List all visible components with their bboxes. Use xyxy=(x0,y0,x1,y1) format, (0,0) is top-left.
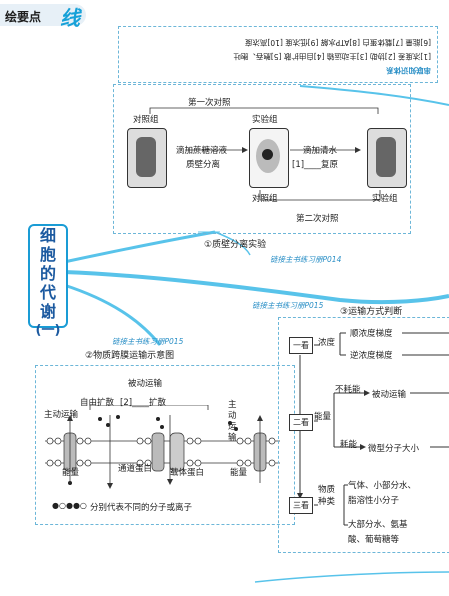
step-3-box: 三看 xyxy=(289,497,313,514)
bracket-2-label: [2]____扩散 xyxy=(120,398,167,408)
chapter-title-char-4: 代 xyxy=(39,283,56,302)
channel-protein-label: 通道蛋白 xyxy=(118,464,153,474)
chapter-title-char-2: 胞 xyxy=(39,245,56,264)
active-left-label: 主动运输 xyxy=(44,410,79,420)
chapter-title-char-5: 谢 xyxy=(39,302,56,321)
chapter-title-char-1: 细 xyxy=(39,226,56,245)
legend-text: 分别代表不同的分子或离子 xyxy=(90,503,193,513)
chapter-title-char-6: (一) xyxy=(35,323,61,338)
macro-result: 微型分子大小 xyxy=(368,444,420,454)
section-tag-highlight: 线 xyxy=(60,6,80,30)
reverse-gradient: 逆浓度梯度 xyxy=(350,351,393,361)
concentration-label: 浓度 xyxy=(318,338,336,348)
energy-right-label: 能量 xyxy=(230,468,248,478)
active-right-label: 主动运输 xyxy=(228,400,237,443)
judge-section-label: ③运输方式判断 xyxy=(340,307,403,317)
passive-label: 被动运输 xyxy=(128,379,163,389)
membrane-diagram xyxy=(45,405,280,489)
no-energy-label: 不耗能 xyxy=(335,385,361,395)
free-diffusion-label: 自由扩散 xyxy=(80,398,115,408)
transport-box xyxy=(35,365,295,525)
substance-row-1: 气体、小部分水、 xyxy=(348,481,417,491)
knowledge-summary-box: 串联知识体系 [1]浓度差 [2]协助 [3]主动运输 [4]自由扩散 [5]胞… xyxy=(118,26,438,83)
restored-cell xyxy=(367,128,407,188)
control-label: 对照组 xyxy=(133,115,159,125)
exp-label: 实验组 xyxy=(252,115,278,125)
section-tag-text: 绘要点 xyxy=(5,10,42,24)
section-tag-bg xyxy=(0,4,86,26)
forward-gradient: 顺浓度梯度 xyxy=(350,329,393,339)
exp-label-2: 实验组 xyxy=(372,194,398,204)
substance-row-3: 大部分水、氨基 xyxy=(348,520,408,530)
plasmolysis-link[interactable]: 链接主书练习册P014 xyxy=(270,255,342,264)
step2-bottom: [1]____复原 xyxy=(292,160,339,170)
substance-row-2: 脂溶性小分子 xyxy=(348,496,400,506)
step1-top: 滴加蔗糖溶液 xyxy=(176,146,228,156)
step-1-box: 一看 xyxy=(289,337,313,354)
energy-left-label: 能量 xyxy=(62,468,80,478)
substance-row-4: 酸、葡萄糖等 xyxy=(348,535,400,545)
transport-link[interactable]: 链接主书练习册P015 xyxy=(112,337,184,346)
second-contrast-label: 第二次对照 xyxy=(296,214,339,224)
control-cell xyxy=(127,128,167,188)
judge-box xyxy=(278,317,449,553)
plasmolysis-section-label: ①质壁分离实验 xyxy=(204,240,267,250)
consume-label: 耗能 xyxy=(340,440,358,450)
plasmolyzed-cell xyxy=(249,128,289,188)
chapter-title: 细 胞 的 代 谢 (一) xyxy=(28,224,68,338)
contrast-brackets xyxy=(149,107,381,201)
judge-link[interactable]: 链接主书练习册P015 xyxy=(252,301,324,310)
plasmolysis-box xyxy=(113,84,411,234)
transport-section-label: ②物质跨膜运输示意图 xyxy=(85,351,175,361)
step1-bottom: 质壁分离 xyxy=(186,160,221,170)
carrier-protein-label: 载体蛋白 xyxy=(170,468,205,478)
control-label-2: 对照组 xyxy=(252,194,278,204)
substance-label: 物质 种类 xyxy=(318,485,336,507)
chapter-title-char-3: 的 xyxy=(39,264,56,283)
energy-label: 能量 xyxy=(314,412,332,422)
step-2-box: 二看 xyxy=(289,414,313,431)
first-contrast-label: 第一次对照 xyxy=(188,98,231,108)
step2-top: 滴加清水 xyxy=(303,146,338,156)
passive-result: 被动运输 xyxy=(372,390,407,400)
legend-dots-icon: ●○●●○ xyxy=(52,501,87,510)
